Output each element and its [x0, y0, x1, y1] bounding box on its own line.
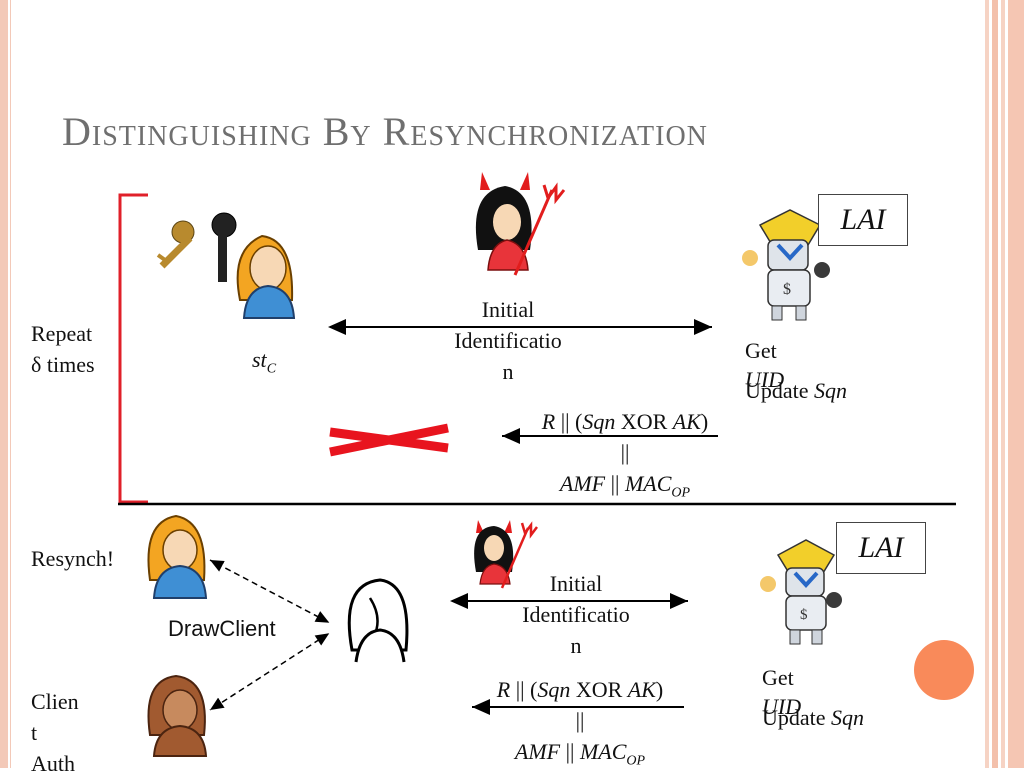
draw-client-outline-icon [347, 578, 409, 663]
sqn-label-bottom: Sqn [831, 705, 865, 730]
svg-text:$: $ [783, 281, 791, 298]
auth-message-line2: || [620, 440, 630, 465]
update-sqn-label-bottom: Update Sqn [762, 702, 864, 733]
adversary-devil-icon [475, 172, 566, 276]
get-uid-label-bottom: Get [762, 662, 794, 693]
initial-identification-line1: Initial [481, 297, 535, 322]
auth-message-top: R || (Sqn XOR AK) || AMF || MACOP [500, 406, 750, 508]
right-stripe [1008, 0, 1024, 768]
msg-sep: || ( [555, 409, 583, 434]
keys-icon [156, 212, 237, 282]
get-label-bottom: Get [762, 665, 794, 690]
state-symbol: st [252, 347, 267, 372]
msg-r: R [496, 677, 511, 702]
initial-identification-label-top: Initial Identificatio n [420, 294, 596, 387]
msg-xor: XOR [615, 409, 673, 434]
dashed-arrow-to-auth-user [209, 633, 330, 711]
lai-label-bottom: LAI [858, 531, 904, 564]
auth-message-bottom: R || (Sqn XOR AK) || AMF || MACOP [455, 674, 705, 776]
msg-xor: XOR [570, 677, 628, 702]
repeat-bracket [118, 193, 148, 504]
sqn-label-top: Sqn [814, 378, 848, 403]
msg-mac-sub: OP [626, 753, 646, 769]
msg-mac-sub: OP [671, 485, 691, 501]
server-robot-icon: $ [742, 209, 830, 321]
get-uid-label-top: Get [745, 335, 777, 366]
client-auth-label: Clien t Auth [31, 686, 79, 779]
repeat-label-line2: δ times [31, 352, 95, 377]
client-auth-line1: Clien [31, 689, 79, 714]
msg-sqn: Sqn [537, 677, 571, 702]
initial-identification-line3: n [570, 633, 582, 658]
initial-identification-line2: Identificatio [522, 602, 630, 627]
blocked-cross-icon [329, 423, 449, 457]
client-auth-user-icon [147, 674, 208, 757]
repeat-label: Repeat δ times [31, 318, 95, 380]
msg-close: ) [700, 409, 709, 434]
lai-box-bottom: LAI [836, 522, 926, 574]
msg-ak: AK [627, 677, 656, 702]
repeat-label-line1: Repeat [31, 321, 93, 346]
msg-mac: MAC [579, 739, 627, 764]
uid-label-bottom: UID [762, 694, 802, 719]
msg-sep: || ( [510, 677, 538, 702]
update-label-top: Update [745, 378, 809, 403]
auth-message-line3: AMF || MACOP [455, 736, 705, 776]
left-border-line [10, 0, 11, 768]
msg-sep2: || [560, 739, 580, 764]
auth-message-line2: || [575, 708, 585, 733]
auth-message-line3: AMF || MACOP [500, 468, 750, 508]
client-auth-line3: Auth [31, 751, 75, 776]
get-label-top: Get [745, 338, 777, 363]
initial-identification-line1: Initial [549, 571, 603, 596]
slide-title: Distinguishing By Resynchronization [62, 109, 708, 154]
auth-message-line1: R || (Sqn XOR AK) [500, 406, 750, 437]
drawclient-label: DrawClient [168, 616, 276, 641]
lai-label-top: LAI [840, 203, 886, 236]
dashed-arrow-to-resynch-user [209, 559, 330, 623]
msg-r: R [541, 409, 556, 434]
initial-identification-line3: n [502, 359, 514, 384]
resynch-user-icon [147, 514, 208, 599]
update-label-bottom: Update [762, 705, 826, 730]
msg-mac: MAC [624, 471, 672, 496]
msg-ak: AK [672, 409, 701, 434]
right-stripe [985, 0, 989, 768]
left-border-decoration [0, 0, 8, 768]
msg-sep2: || [605, 471, 625, 496]
state-subscript: C [266, 361, 277, 377]
svg-text:$: $ [800, 607, 808, 623]
client-user-icon [236, 234, 296, 319]
adversary-devil-icon-bottom [474, 520, 538, 589]
msg-sqn: Sqn [582, 409, 616, 434]
uid-label-top: UID [745, 367, 785, 392]
msg-close: ) [655, 677, 664, 702]
msg-amf: AMF [514, 739, 561, 764]
msg-amf: AMF [559, 471, 606, 496]
update-sqn-label-top: Update Sqn [745, 375, 847, 406]
client-auth-line2: t [31, 720, 38, 745]
right-stripe [1001, 0, 1005, 768]
auth-message-line1: R || (Sqn XOR AK) [455, 674, 705, 705]
accent-circle-decoration [914, 640, 974, 700]
client-state-label: stC [252, 344, 276, 384]
initial-identification-line2: Identificatio [454, 328, 562, 353]
resynch-label: Resynch! [31, 546, 115, 571]
right-stripe [992, 0, 998, 768]
server-robot-icon-bottom: $ [760, 539, 842, 645]
initial-identification-label-bottom: Initial Identificatio n [488, 568, 664, 661]
lai-box-top: LAI [818, 194, 908, 246]
